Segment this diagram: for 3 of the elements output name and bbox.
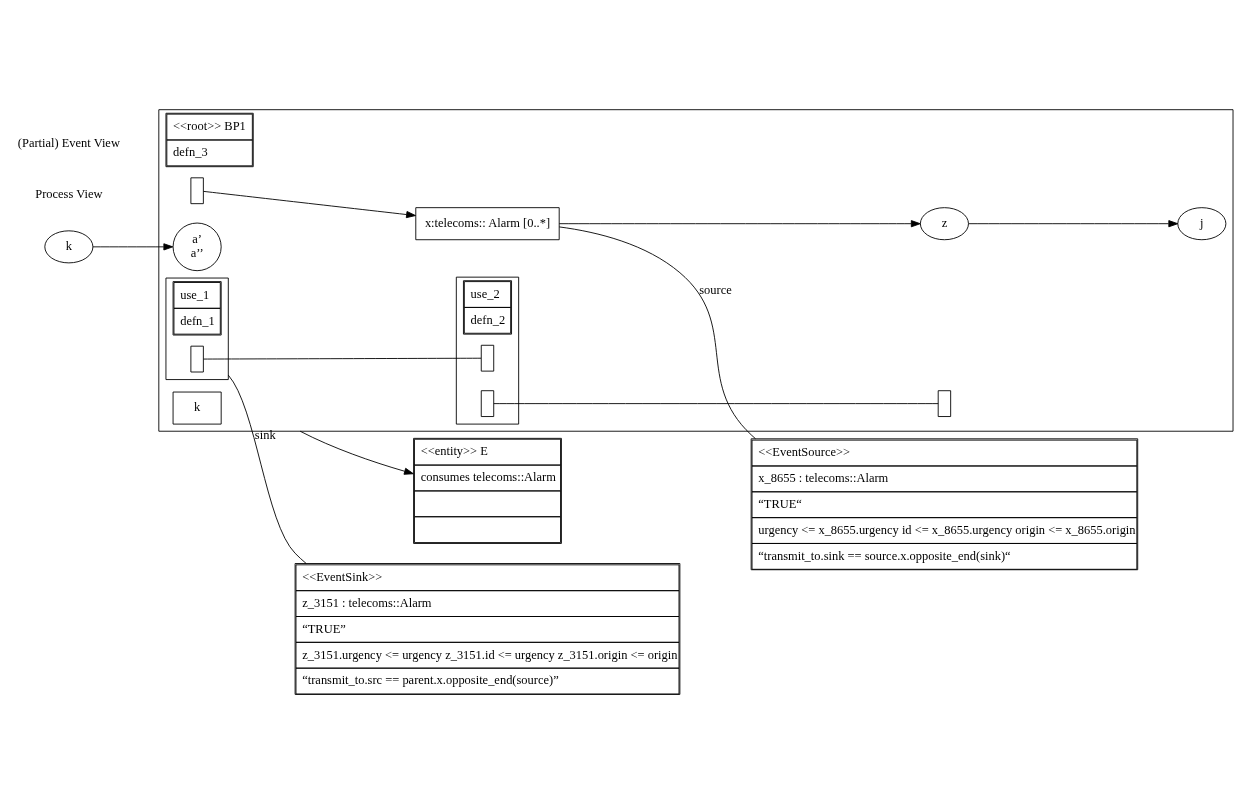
edge-label: source <box>699 283 732 298</box>
label: Process View <box>35 187 103 202</box>
label: (Partial) Event View <box>17 135 120 150</box>
